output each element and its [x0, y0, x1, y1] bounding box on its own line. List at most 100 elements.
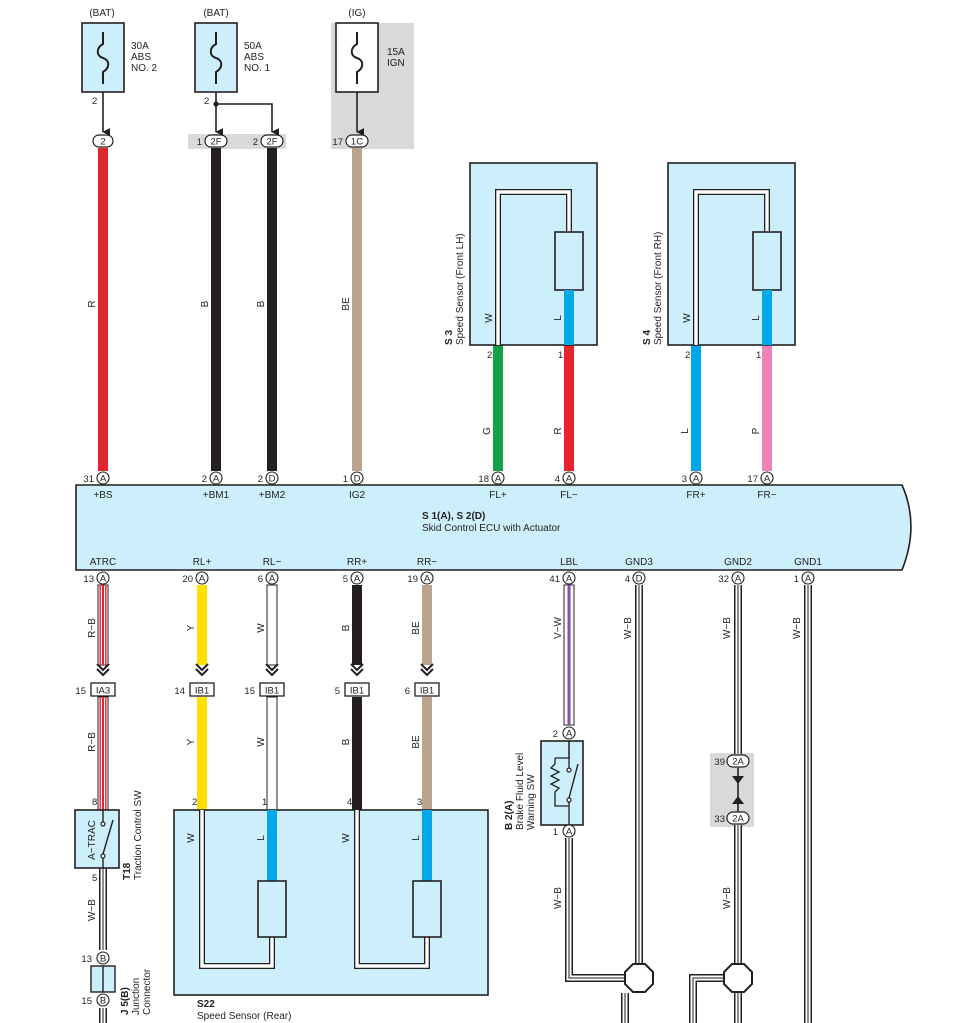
svg-text:1: 1 — [343, 474, 348, 485]
wire-color-label: BE — [411, 621, 422, 635]
connector-pin: 17 — [332, 137, 343, 148]
wire-color-label: R — [87, 300, 98, 307]
connector-label: 1C — [351, 137, 363, 148]
sensor-wire-label: L — [751, 315, 762, 321]
switch-name: Traction Control SW — [133, 790, 144, 880]
fuse-source-label: (BAT) — [89, 8, 114, 19]
wire-color-label: G — [482, 427, 493, 435]
connector-label: 2 — [100, 137, 105, 148]
svg-text:A: A — [566, 729, 573, 740]
ecu-pin-name: FL− — [560, 490, 578, 501]
svg-text:6: 6 — [405, 686, 410, 697]
top-wires — [98, 148, 772, 471]
wire-color-label: W — [256, 737, 267, 747]
svg-text:15: 15 — [244, 686, 255, 697]
svg-text:2: 2 — [553, 729, 558, 740]
sensor-wire-label: W — [682, 313, 693, 323]
wire-color-label: B — [200, 300, 211, 307]
svg-text:A: A — [566, 574, 573, 585]
fuse-icon — [96, 32, 110, 84]
ecu-pin-name: ATRC — [90, 557, 116, 568]
sensor-wire-label: L — [256, 835, 267, 841]
wire-color-label: W−B — [722, 617, 733, 639]
svg-text:B: B — [100, 996, 106, 1007]
sensor-wire-label: W — [484, 313, 495, 323]
connector-label: IB1 — [195, 686, 209, 697]
fuse-pin: 2 — [92, 96, 97, 107]
connector-label: IB1 — [420, 686, 434, 697]
svg-text:15: 15 — [81, 996, 92, 1007]
connector-label: IA3 — [96, 686, 110, 697]
wire-color-label: B — [256, 300, 267, 307]
sensor-loop-inner — [496, 190, 571, 345]
svg-text:4: 4 — [555, 474, 560, 485]
svg-text:17: 17 — [747, 474, 758, 485]
wire-color-label: R−B — [87, 618, 98, 638]
switch-pin: 5 — [92, 873, 97, 884]
sensor-pin: 2 — [487, 350, 492, 361]
switch-box — [540, 740, 584, 826]
lower-wire-color-labels: R−B R−B Y Y W W B B BE BE V−W W−B W−B W−… — [87, 616, 803, 921]
ecu-name: Skid Control ECU with Actuator — [422, 523, 561, 534]
ecu-pin-rr-minus: RR− 19 A — [407, 557, 437, 585]
svg-text:B: B — [100, 954, 106, 965]
ecu-pin-name: FL+ — [489, 490, 507, 501]
fuse-name-2: NO. 1 — [244, 63, 271, 74]
connector-oval — [92, 134, 114, 148]
ecu-box — [75, 484, 912, 571]
connector-oval — [204, 134, 228, 148]
wire-color-label: W−B — [623, 617, 634, 639]
fuse-source-label: (BAT) — [203, 8, 228, 19]
speed-sensor-front-lh: W L S 3 Speed Sensor (Front LH) 2 1 — [444, 162, 598, 361]
top-wire-color-labels: R B B BE G R L P — [87, 297, 762, 435]
ecu-pin-name: +BM1 — [203, 490, 230, 501]
svg-text:A: A — [693, 474, 700, 485]
svg-text:A: A — [424, 574, 431, 585]
junction-connector-j5: 13 B 15 B J 5(B) Junction Connector — [81, 951, 153, 1015]
fuse-name-2: NO. 2 — [131, 63, 158, 74]
fuse-pin: 2 — [204, 96, 209, 107]
fuse-source-label: (IG) — [348, 8, 365, 19]
svg-text:4: 4 — [625, 574, 630, 585]
svg-text:A: A — [495, 474, 502, 485]
svg-text:5: 5 — [335, 686, 340, 697]
svg-text:13: 13 — [81, 954, 92, 965]
splice-octagon — [624, 963, 654, 993]
svg-text:A: A — [566, 827, 573, 838]
wire-color-label: Y — [186, 624, 197, 631]
wire-color-label: W−B — [792, 617, 803, 639]
connector-pin: 2 — [253, 137, 258, 148]
sensor-pin: 1 — [558, 350, 563, 361]
fuse-name-1: ABS — [131, 52, 151, 63]
svg-text:A: A — [354, 574, 361, 585]
wire-color-label: W−B — [87, 899, 98, 921]
svg-text:1: 1 — [553, 827, 558, 838]
connector-label: 2A — [732, 814, 744, 825]
svg-text:5: 5 — [343, 574, 348, 585]
svg-text:41: 41 — [549, 574, 560, 585]
switch-code: T18 — [122, 862, 133, 880]
sensor-code: S 4 — [642, 330, 653, 345]
ecu-pin-name: RR− — [417, 557, 437, 568]
ecu-pin-name: GND3 — [625, 557, 653, 568]
svg-text:A: A — [269, 574, 276, 585]
brake-fluid-level-switch: 2 A 1 A B 2(A) Brake Fluid Level Warning… — [504, 726, 584, 838]
traction-control-switch: 8 A−TRAC 5 T18 Traction Control SW — [74, 790, 144, 884]
sensor-name: Speed Sensor (Rear) — [197, 1011, 292, 1022]
fuse-name-1: IGN — [387, 58, 405, 69]
fuse-abs-no1: (BAT) 50A ABS NO. 1 2 — [194, 8, 271, 107]
wire-color-label: BE — [341, 297, 352, 311]
svg-text:32: 32 — [718, 574, 729, 585]
svg-text:19: 19 — [407, 574, 418, 585]
fuse-icon — [350, 32, 364, 84]
